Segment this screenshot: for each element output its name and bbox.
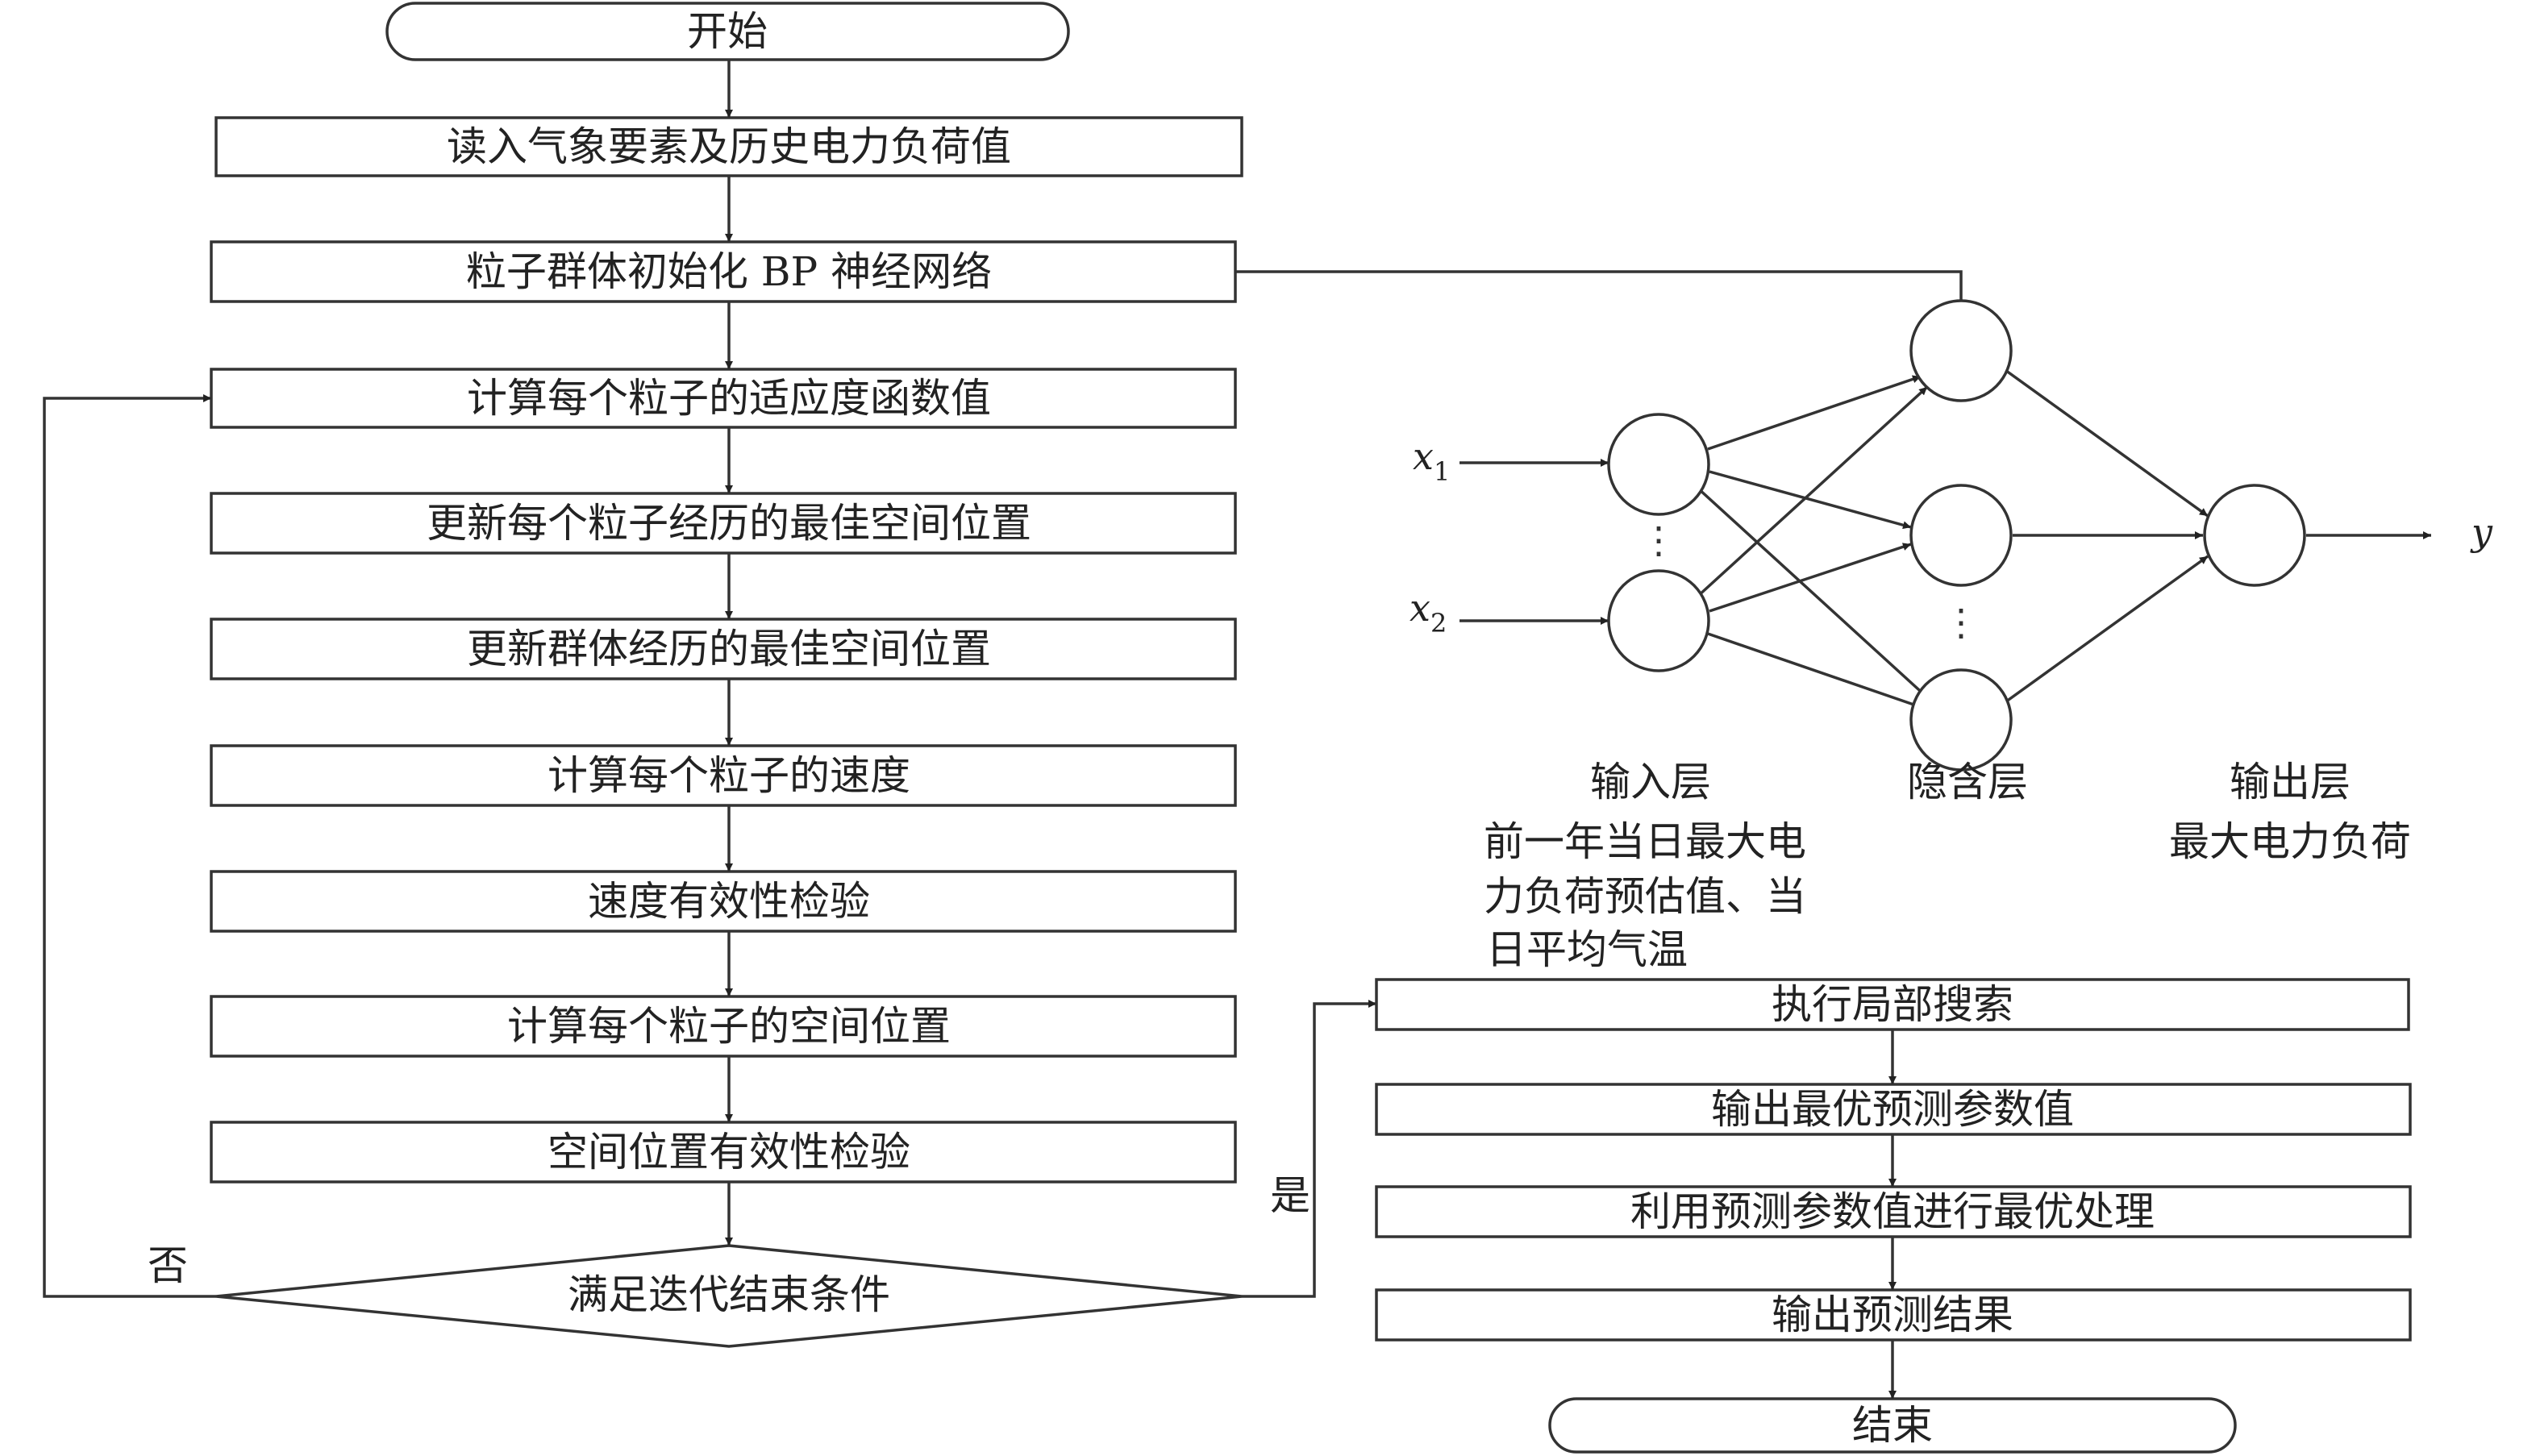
- step-update-particle-best-box: [210, 492, 1237, 555]
- step-velocity-check-label: 速度有效性检验: [588, 878, 870, 925]
- step-read-data-label: 读入气象要素及历史电力负荷值: [447, 123, 1011, 170]
- hidden-node-2: [1909, 484, 2013, 587]
- input-x2-label: x2: [1409, 586, 1447, 639]
- step-read-data-box: [214, 116, 1243, 177]
- step-fitness-label: 计算每个粒子的适应度函数值: [467, 375, 991, 422]
- input-layer-desc-line2: 力负荷预估值、当: [1484, 873, 1806, 920]
- edge-i1-h3: [1696, 486, 1929, 699]
- hidden-node-1: [1909, 299, 2013, 402]
- step-update-particle-best-label: 更新每个粒子经历的最佳空间位置: [427, 500, 1031, 547]
- hidden-layer-title: 隐含层: [1907, 759, 2028, 805]
- input-layer-desc-line3: 日平均气温: [1486, 926, 1688, 973]
- step-position-check-label: 空间位置有效性检验: [548, 1129, 910, 1175]
- input-x1-label: x1: [1413, 435, 1450, 487]
- decision-diamond: [215, 1244, 1243, 1348]
- start-label: 开始: [687, 8, 768, 55]
- post-local-search-box: [1375, 978, 2410, 1031]
- arrow-init-to-network: [1235, 270, 1965, 308]
- step-position-label: 计算每个粒子的空间位置: [507, 1003, 951, 1050]
- input-layer-title: 输入层: [1590, 759, 1711, 805]
- edge-i1-h1: [1707, 375, 1922, 451]
- edge-i2-h1: [1696, 385, 1929, 598]
- input-ellipsis: ⋮: [1640, 518, 1677, 562]
- output-layer-title: 输出层: [2230, 759, 2351, 805]
- no-label: 否: [148, 1242, 188, 1289]
- step-velocity-check-box: [210, 870, 1237, 933]
- step-init-network-box: [210, 240, 1237, 303]
- input-layer-desc-line1: 前一年当日最大电: [1484, 818, 1806, 865]
- post-optimize-label: 利用预测参数值进行最优处理: [1630, 1188, 2155, 1235]
- arrow-yes-branch: [1242, 1000, 1376, 1298]
- step-velocity-label: 计算每个粒子的速度: [548, 752, 910, 799]
- output-layer-desc: 最大电力负荷: [2169, 818, 2411, 865]
- step-update-swarm-best-box: [210, 618, 1237, 680]
- yes-label: 是: [1270, 1172, 1310, 1219]
- post-output-params-label: 输出最优预测参数值: [1711, 1086, 2074, 1133]
- end-label: 结束: [1852, 1402, 1933, 1449]
- edge-h3-o: [2001, 555, 2209, 705]
- step-position-box: [210, 995, 1237, 1058]
- step-init-network-label: 粒子群体初始化 BP 神经网络: [466, 248, 992, 295]
- output-node: [2203, 484, 2306, 587]
- arrow-no-loop: [43, 394, 216, 1298]
- edge-i2-h3: [1707, 632, 1922, 709]
- edge-i2-h2: [1709, 543, 1912, 613]
- output-y-label: y: [2470, 510, 2493, 554]
- post-output-params-box: [1375, 1083, 2412, 1136]
- hidden-ellipsis: ⋮: [1942, 601, 1980, 644]
- input-node-2: [1607, 569, 1710, 672]
- input-node-1: [1607, 413, 1710, 516]
- edge-h1-o: [2001, 367, 2209, 518]
- step-fitness-box: [210, 368, 1237, 429]
- hidden-node-3: [1909, 668, 2013, 772]
- post-local-search-label: 执行局部搜索: [1772, 981, 2013, 1028]
- post-output-result-label: 输出预测结果: [1772, 1292, 2013, 1338]
- edge-i1-h2: [1709, 470, 1912, 530]
- step-position-check-box: [210, 1121, 1237, 1184]
- step-update-swarm-best-label: 更新群体经历的最佳空间位置: [467, 626, 991, 672]
- step-velocity-box: [210, 744, 1237, 807]
- decision-label: 满足迭代结束条件: [568, 1271, 890, 1318]
- post-optimize-box: [1375, 1185, 2412, 1238]
